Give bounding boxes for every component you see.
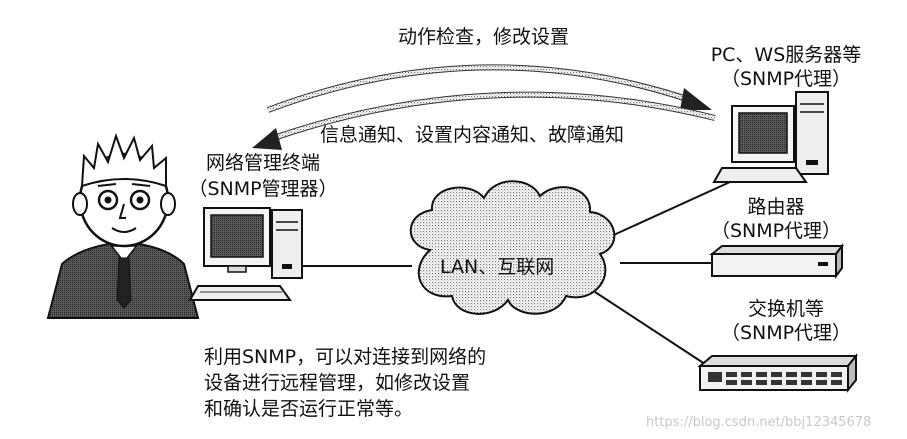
arrow-bottom	[252, 91, 716, 150]
agent-pc-subtitle: （SNMP代理）	[720, 68, 852, 90]
network-cloud	[409, 180, 616, 315]
manager-subtitle: （SNMP管理器）	[188, 178, 338, 200]
agent-router-subtitle: （SNMP代理）	[710, 220, 842, 242]
server-icon	[712, 91, 829, 183]
watermark: https://blog.csdn.net/bbj12345678	[646, 415, 872, 430]
arrow-top	[266, 64, 712, 113]
arrow-bottom-label: 信息通知、设置内容通知、故障通知	[320, 124, 625, 146]
person-icon	[46, 132, 200, 319]
router-icon	[709, 243, 844, 279]
cloud-label: LAN、互联网	[440, 256, 555, 278]
switch-icon	[697, 353, 859, 393]
manager-title: 网络管理终端	[205, 152, 320, 174]
arrow-bottom-head	[252, 128, 282, 150]
caption-line-1: 利用SNMP，可以对连接到网络的	[204, 346, 487, 368]
agent-switch-subtitle: （SNMP代理）	[720, 322, 852, 344]
link-cloud-switch	[594, 291, 709, 367]
caption-line-2: 设备进行远程管理，如修改设置	[204, 372, 471, 394]
arrow-top-label: 动作检查，修改设置	[398, 26, 570, 48]
arrow-top-head	[680, 88, 712, 110]
manager-computer-icon	[188, 207, 303, 301]
agent-router-title: 路由器	[747, 196, 805, 218]
caption-line-3: 和确认是否运行正常等。	[204, 398, 414, 420]
switch-ports	[708, 372, 842, 385]
agent-pc-title: PC、WS服务器等	[710, 44, 862, 66]
agent-switch-title: 交换机等	[747, 298, 824, 320]
